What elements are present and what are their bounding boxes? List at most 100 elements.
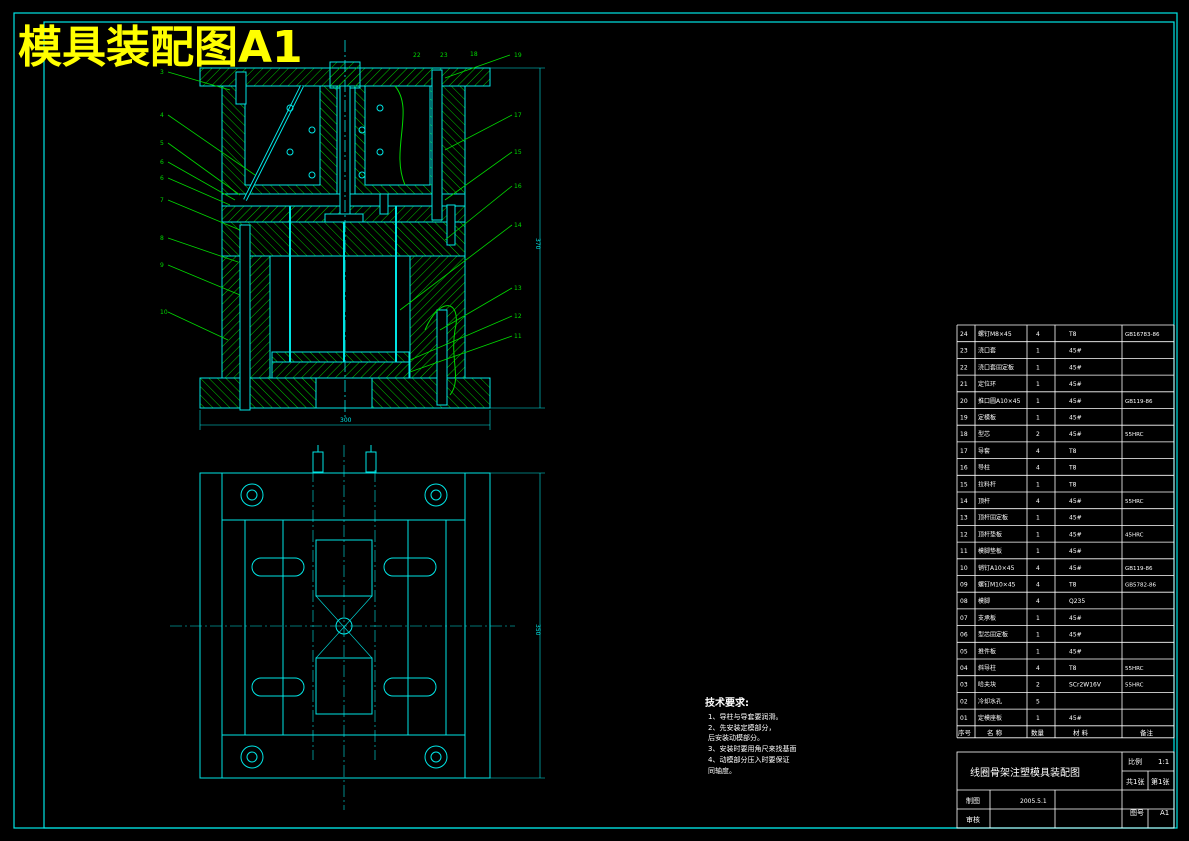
tech-line: 1、导柱与导套要润滑。 — [708, 712, 782, 721]
drawing-name: 线圈骨架注塑模具装配图 — [970, 766, 1080, 779]
tech-line: 2、先安装定模部分， — [708, 723, 775, 732]
bom-cell-name: 定模板 — [978, 414, 996, 422]
svg-text:8: 8 — [160, 235, 164, 242]
bom-cell-name: 顶杆垫板 — [978, 530, 1002, 538]
bom-cell-material: 45# — [1069, 515, 1082, 522]
bom-cell-qty: 4 — [1036, 331, 1040, 338]
bom-cell-index: 15 — [960, 481, 968, 488]
svg-text:12: 12 — [514, 313, 522, 320]
svg-text:14: 14 — [514, 222, 522, 229]
bom-cell-name: 导套 — [978, 447, 990, 455]
bom-cell-material: T8 — [1068, 448, 1077, 455]
drawn-label: 制图 — [966, 796, 980, 805]
tech-line: 4、动模部分压入时要保证 — [708, 755, 789, 764]
guide-pin-right — [431, 69, 443, 221]
bom-cell-name: 型芯固定板 — [978, 631, 1008, 639]
bom-cell-qty: 1 — [1036, 481, 1040, 488]
bom-cell-index: 17 — [960, 448, 968, 455]
bom-cell-note: GB5782-86 — [1125, 583, 1157, 589]
bom-cell-index: 14 — [960, 498, 968, 505]
checked-label: 审核 — [966, 815, 980, 824]
bom-cell-material: 45# — [1069, 398, 1082, 405]
svg-text:16: 16 — [514, 183, 522, 190]
bom-cell-index: 23 — [960, 348, 968, 355]
bom-cell-name: 螺钉M8×45 — [978, 330, 1012, 338]
dim-height-plan: 350 — [534, 624, 541, 636]
ejector-retainer — [271, 351, 410, 363]
dim-width-front: 300 — [340, 417, 352, 424]
drawing-no-label: 图号 — [1130, 809, 1144, 817]
bom-cell-material: 45# — [1069, 648, 1082, 655]
bom-cell-index: 19 — [960, 415, 968, 422]
bom-cell-material: T8 — [1068, 481, 1077, 488]
bom-cell-material: 45# — [1069, 381, 1082, 388]
bom-cell-name: 冷却水孔 — [978, 697, 1002, 705]
bom-cell-name: 销钉A10×45 — [978, 564, 1015, 572]
bom-cell-qty: 1 — [1036, 515, 1040, 522]
bom-cell-material: T8 — [1068, 331, 1077, 338]
bom-cell-qty: 1 — [1036, 415, 1040, 422]
bom-cell-qty: 4 — [1036, 448, 1040, 455]
svg-text:23: 23 — [440, 52, 448, 59]
scale-value: 1:1 — [1158, 758, 1169, 766]
leaders-left — [167, 71, 256, 341]
svg-text:15: 15 — [514, 149, 522, 156]
bom-cell-index: 16 — [960, 465, 968, 472]
bom-cell-index: 08 — [960, 598, 968, 605]
bom-cell-name: 型芯 — [978, 430, 990, 438]
bom-cell-material: 45# — [1069, 415, 1082, 422]
bom-cell-material: T8 — [1068, 465, 1077, 472]
svg-text:11: 11 — [514, 333, 522, 340]
svg-text:3: 3 — [160, 69, 164, 76]
bom-cell-material: Q235 — [1069, 598, 1085, 605]
svg-text:5: 5 — [160, 140, 164, 147]
bom-cell-qty: 4 — [1036, 582, 1040, 589]
bom-cell-material: 45# — [1069, 498, 1082, 505]
bom-cell-name: 顶杆固定板 — [978, 514, 1008, 522]
svg-text:7: 7 — [160, 197, 164, 204]
title-block — [956, 751, 1175, 829]
bom-cell-qty: 1 — [1036, 632, 1040, 639]
svg-text:22: 22 — [413, 52, 421, 59]
bom-header-name: 名 称 — [987, 728, 1003, 737]
bom-cell-note: 55HRC — [1125, 666, 1144, 672]
sheet-title: 模具装配图A1 — [18, 22, 303, 73]
bom-cell-qty: 4 — [1036, 498, 1040, 505]
bom-cell-index: 01 — [960, 715, 968, 722]
bom-cell-qty: 1 — [1036, 531, 1040, 538]
leader-labels-right: 19 17 15 16 14 13 12 11 18 — [470, 51, 522, 340]
svg-text:6: 6 — [160, 159, 164, 166]
bom-cell-material: 45# — [1069, 531, 1082, 538]
bom-cell-name: 顶杆 — [978, 497, 990, 505]
svg-text:4: 4 — [160, 112, 164, 119]
bom-cell-qty: 1 — [1036, 348, 1040, 355]
bom-cell-material: 45# — [1069, 431, 1082, 438]
bom-header-index: 序号 — [958, 728, 972, 737]
leaders-right — [399, 54, 513, 373]
leader-labels-top: 22 23 — [413, 52, 448, 59]
bom-cell-index: 18 — [960, 431, 968, 438]
leader-labels-left: 3 4 5 6 6 7 8 9 10 — [160, 69, 168, 316]
bom-cell-qty: 1 — [1036, 398, 1040, 405]
bom-cell-qty: 4 — [1036, 665, 1040, 672]
plan-centerlines — [170, 445, 515, 810]
bom-cell-material: SCr2W16V — [1069, 682, 1102, 689]
bom-cell-material: 45# — [1069, 565, 1082, 572]
bom-cell-name: 定模座板 — [978, 714, 1002, 722]
bom-cell-material: 45# — [1069, 364, 1082, 371]
bom-cell-index: 09 — [960, 582, 968, 589]
bom-cell-material: 45# — [1069, 632, 1082, 639]
svg-text:10: 10 — [160, 309, 168, 316]
dimensions-front — [199, 67, 545, 430]
bom-cell-note: GB16783-86 — [1125, 332, 1160, 338]
bom-cell-name: 浇口套 — [978, 347, 996, 355]
bom-cell-qty: 1 — [1036, 648, 1040, 655]
date: 2005.5.1 — [1020, 798, 1047, 805]
bom-cell-material: T8 — [1068, 582, 1077, 589]
plan-view — [199, 445, 491, 779]
bom-cell-index: 05 — [960, 648, 968, 655]
bom-cell-note: GB119-86 — [1125, 399, 1153, 405]
scale-label: 比例 — [1128, 757, 1142, 766]
bom-cell-note: 55HRC — [1125, 683, 1144, 689]
